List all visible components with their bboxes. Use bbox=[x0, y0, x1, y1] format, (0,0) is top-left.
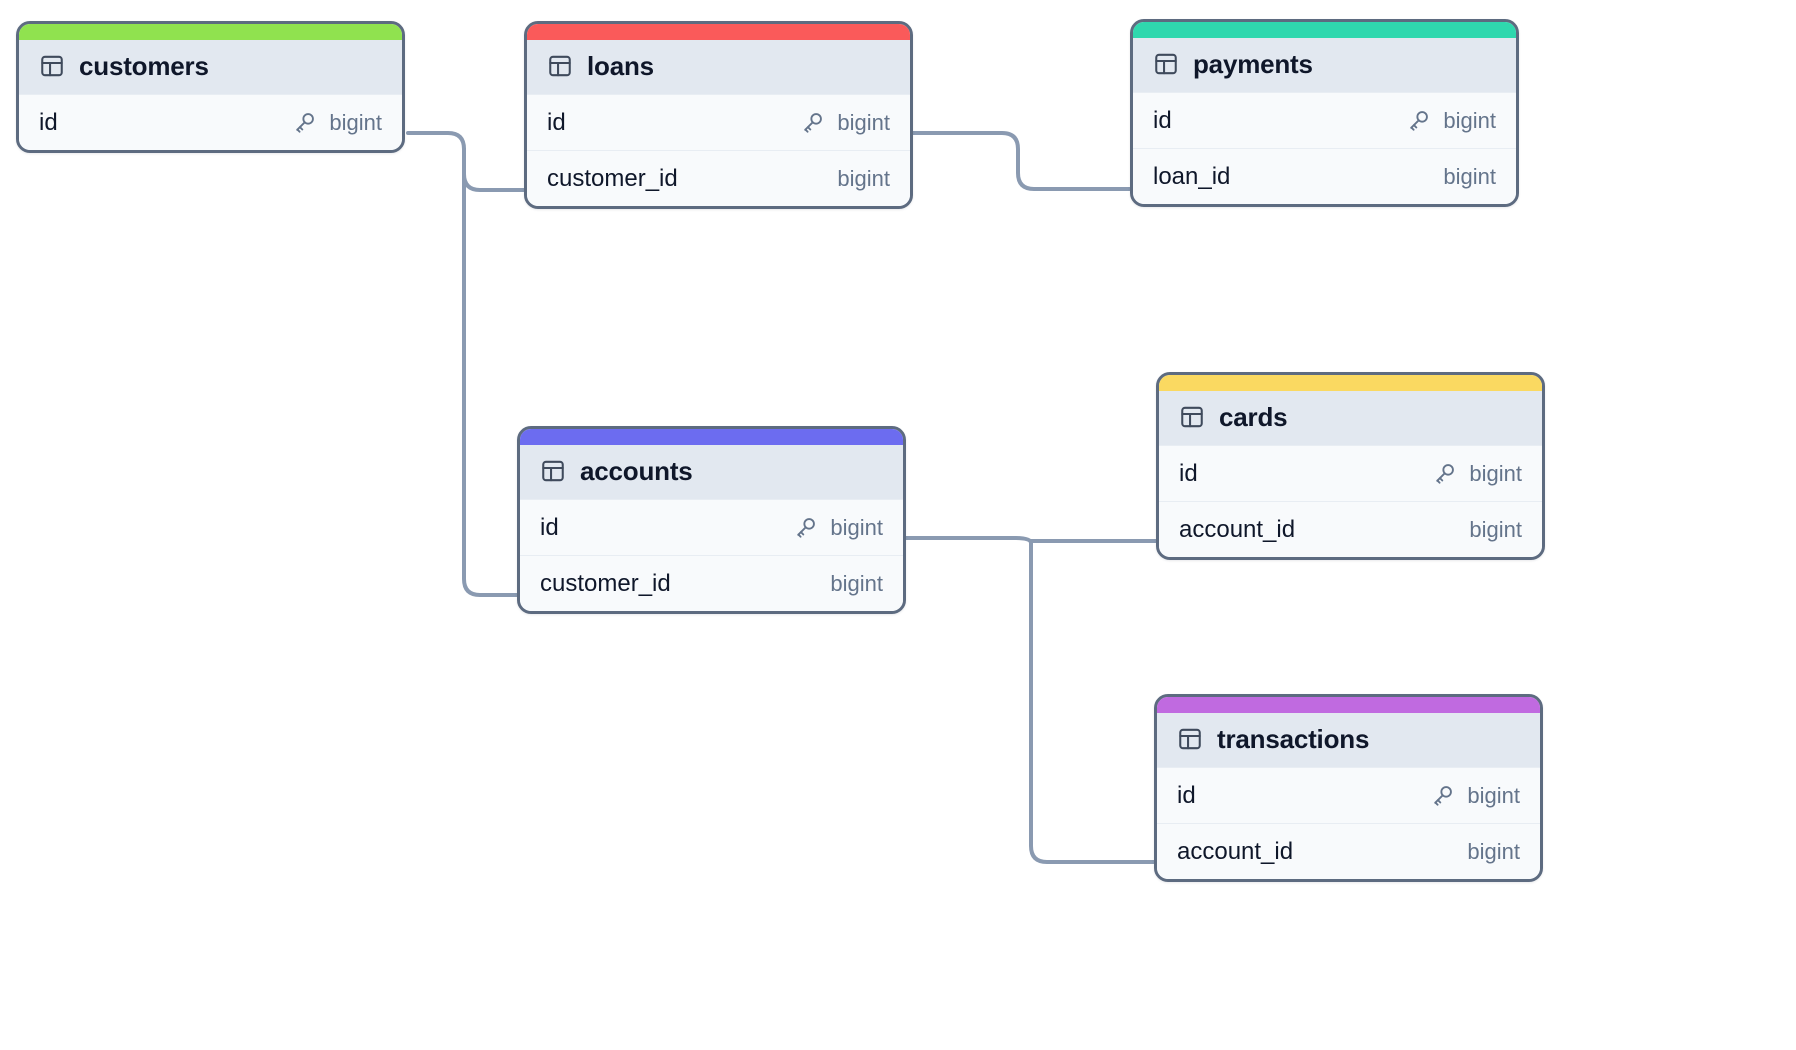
table-accent-bar bbox=[1157, 697, 1540, 713]
field-name-label: loan_id bbox=[1153, 162, 1231, 190]
relationship-edge[interactable] bbox=[406, 131, 526, 192]
table-header[interactable]: payments bbox=[1133, 38, 1516, 92]
field-type-label: bigint bbox=[1469, 460, 1522, 486]
key-icon-placeholder bbox=[799, 166, 825, 192]
field-meta: bigint bbox=[1405, 164, 1496, 190]
key-icon-placeholder bbox=[1405, 164, 1431, 190]
key-icon bbox=[1431, 461, 1457, 487]
table-node-customers[interactable]: customers id bigint bbox=[16, 21, 405, 153]
field-row[interactable]: id bigint bbox=[19, 94, 402, 150]
field-name-label: id bbox=[540, 513, 559, 541]
key-icon bbox=[792, 515, 818, 541]
field-type-label: bigint bbox=[1467, 782, 1520, 808]
field-meta: bigint bbox=[799, 110, 890, 136]
field-meta: bigint bbox=[1431, 517, 1522, 543]
field-row[interactable]: id bigint bbox=[1159, 445, 1542, 501]
table-name-label: loans bbox=[587, 51, 654, 81]
field-name-label: id bbox=[39, 108, 58, 136]
table-name-label: payments bbox=[1193, 49, 1313, 79]
relationship-edge[interactable] bbox=[1029, 539, 1156, 864]
field-name-label: id bbox=[1179, 459, 1198, 487]
field-name-label: id bbox=[1177, 781, 1196, 809]
field-name-label: id bbox=[1153, 106, 1172, 134]
table-icon bbox=[547, 53, 573, 79]
relationship-edge[interactable] bbox=[904, 536, 1158, 545]
field-row[interactable]: id bigint bbox=[1157, 767, 1540, 823]
field-row[interactable]: account_id bigint bbox=[1157, 823, 1540, 879]
field-meta: bigint bbox=[291, 110, 382, 136]
field-row[interactable]: id bigint bbox=[527, 94, 910, 150]
field-row[interactable]: id bigint bbox=[1133, 92, 1516, 148]
table-name-label: customers bbox=[79, 51, 209, 81]
field-type-label: bigint bbox=[837, 109, 890, 135]
table-icon bbox=[39, 53, 65, 79]
field-meta: bigint bbox=[1429, 783, 1520, 809]
field-type-label: bigint bbox=[837, 165, 890, 191]
table-name-label: accounts bbox=[580, 456, 693, 486]
field-meta: bigint bbox=[799, 166, 890, 192]
table-accent-bar bbox=[19, 24, 402, 40]
table-header[interactable]: accounts bbox=[520, 445, 903, 499]
table-node-transactions[interactable]: transactions id bigint account_id bigint bbox=[1154, 694, 1543, 882]
relationship-edge[interactable] bbox=[911, 131, 1132, 191]
field-row[interactable]: id bigint bbox=[520, 499, 903, 555]
field-meta: bigint bbox=[792, 571, 883, 597]
table-node-accounts[interactable]: accounts id bigint customer_id bigint bbox=[517, 426, 906, 614]
field-row[interactable]: customer_id bigint bbox=[520, 555, 903, 611]
field-row[interactable]: account_id bigint bbox=[1159, 501, 1542, 557]
relationship-edge[interactable] bbox=[462, 147, 519, 597]
table-name-label: transactions bbox=[1217, 724, 1370, 754]
key-icon-placeholder bbox=[792, 571, 818, 597]
table-accent-bar bbox=[527, 24, 910, 40]
field-type-label: bigint bbox=[1443, 163, 1496, 189]
key-icon-placeholder bbox=[1431, 517, 1457, 543]
field-meta: bigint bbox=[1405, 108, 1496, 134]
field-name-label: account_id bbox=[1179, 515, 1296, 543]
field-meta: bigint bbox=[1429, 839, 1520, 865]
field-name-label: account_id bbox=[1177, 837, 1294, 865]
table-header[interactable]: cards bbox=[1159, 391, 1542, 445]
table-icon bbox=[1179, 404, 1205, 430]
table-icon bbox=[1177, 726, 1203, 752]
table-name-label: cards bbox=[1219, 402, 1288, 432]
field-name-label: id bbox=[547, 108, 566, 136]
key-icon bbox=[291, 110, 317, 136]
field-type-label: bigint bbox=[1467, 838, 1520, 864]
table-accent-bar bbox=[520, 429, 903, 445]
field-name-label: customer_id bbox=[547, 164, 678, 192]
field-type-label: bigint bbox=[1469, 516, 1522, 542]
key-icon-placeholder bbox=[1429, 839, 1455, 865]
field-meta: bigint bbox=[792, 515, 883, 541]
field-meta: bigint bbox=[1431, 461, 1522, 487]
table-icon bbox=[540, 458, 566, 484]
table-header[interactable]: customers bbox=[19, 40, 402, 94]
table-header[interactable]: loans bbox=[527, 40, 910, 94]
field-type-label: bigint bbox=[1443, 107, 1496, 133]
table-accent-bar bbox=[1133, 22, 1516, 38]
table-accent-bar bbox=[1159, 375, 1542, 391]
table-icon bbox=[1153, 51, 1179, 77]
field-row[interactable]: loan_id bigint bbox=[1133, 148, 1516, 204]
table-header[interactable]: transactions bbox=[1157, 713, 1540, 767]
field-type-label: bigint bbox=[830, 570, 883, 596]
key-icon bbox=[799, 110, 825, 136]
field-type-label: bigint bbox=[830, 514, 883, 540]
field-type-label: bigint bbox=[329, 109, 382, 135]
table-node-payments[interactable]: payments id bigint loan_id bigint bbox=[1130, 19, 1519, 207]
key-icon bbox=[1429, 783, 1455, 809]
field-row[interactable]: customer_id bigint bbox=[527, 150, 910, 206]
key-icon bbox=[1405, 108, 1431, 134]
field-name-label: customer_id bbox=[540, 569, 671, 597]
